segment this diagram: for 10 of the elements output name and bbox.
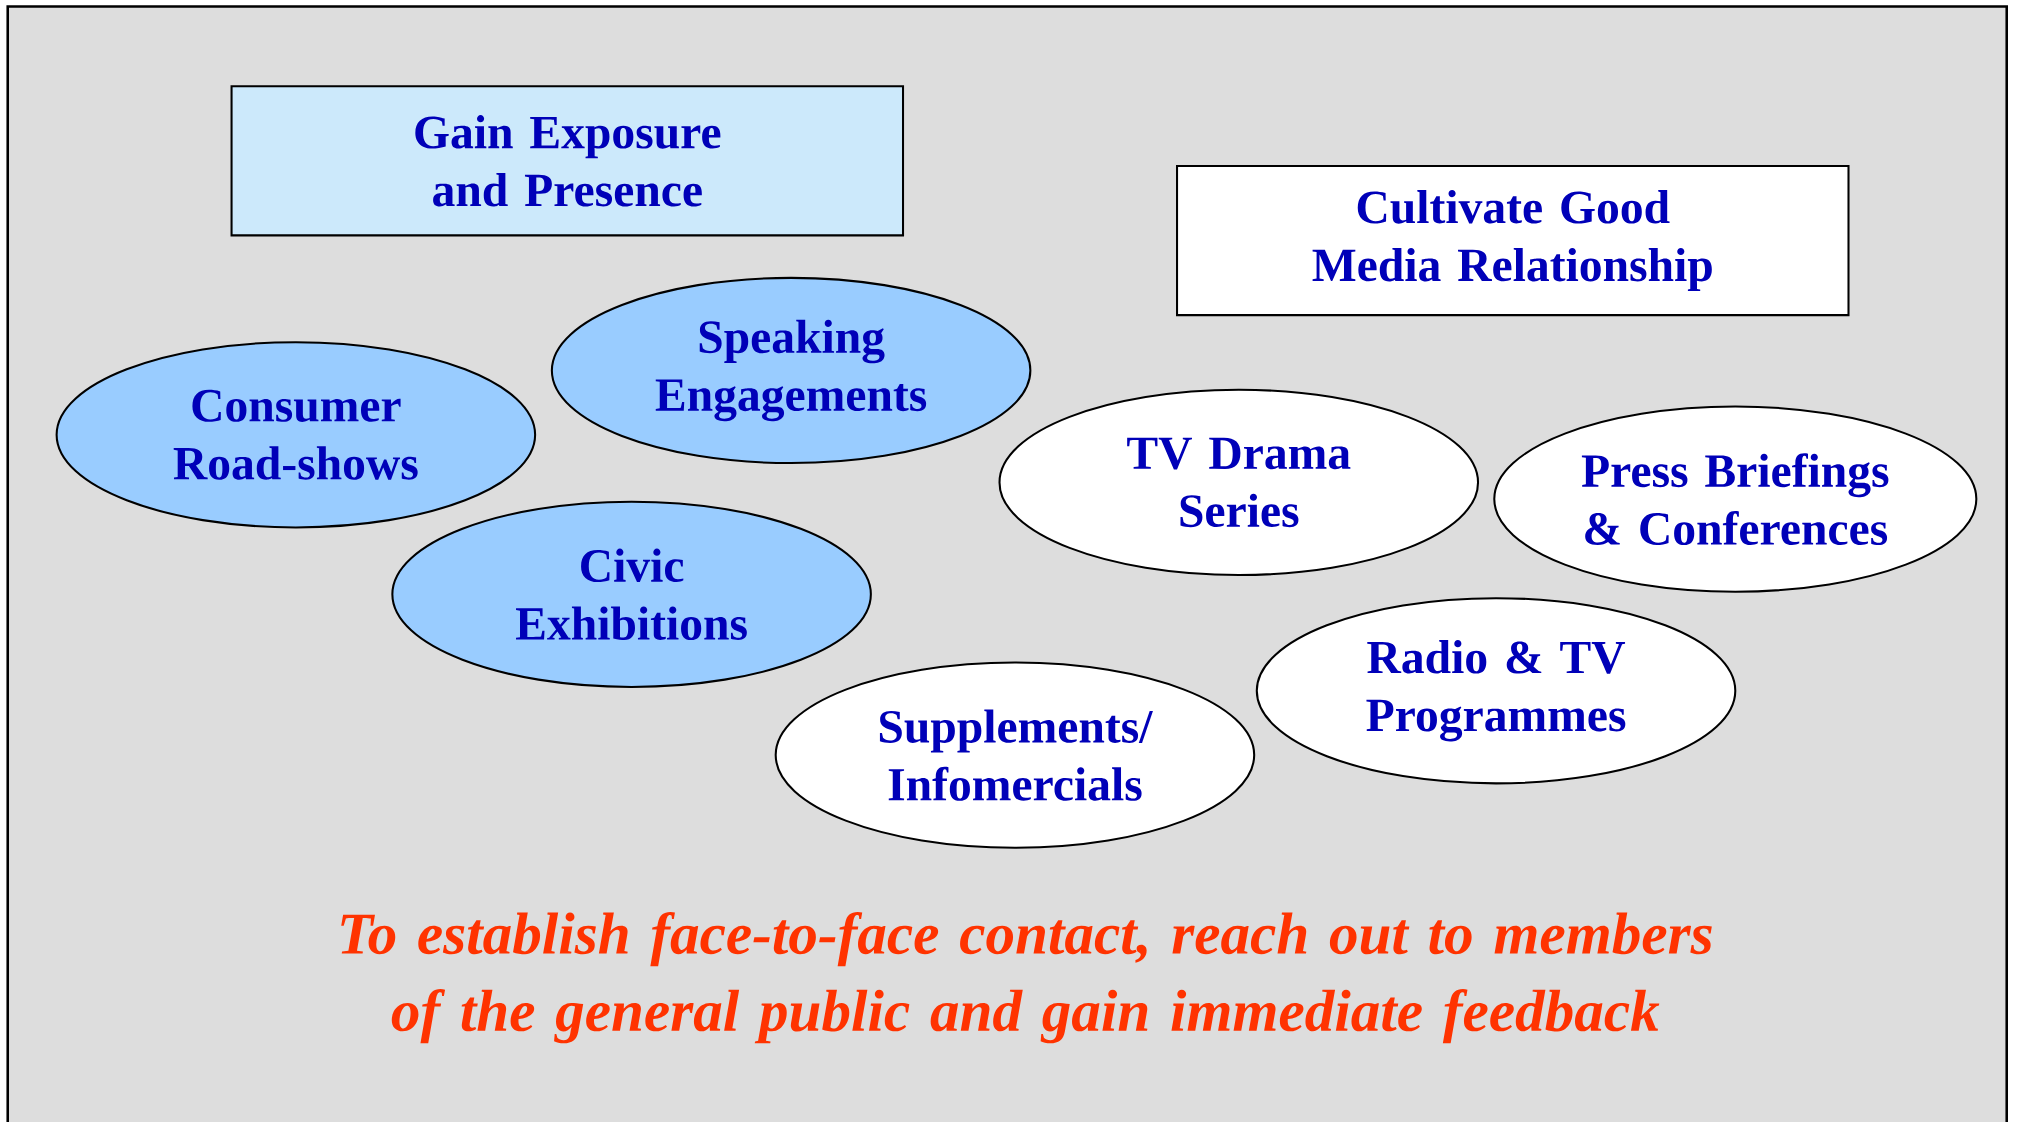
- oval: TV Drama Series: [998, 388, 1480, 577]
- oval: Consumer Road-shows: [55, 341, 537, 529]
- oval: Speaking Engagements: [550, 276, 1032, 465]
- oval: Supplements/ Infomercials: [774, 661, 1256, 849]
- oval: Press Briefings & Conferences: [1493, 405, 1978, 593]
- oval: Civic Exhibitions: [391, 500, 872, 688]
- oval: Radio & TV Programmes: [1255, 597, 1737, 785]
- heading-box: Gain Exposure and Presence: [230, 85, 905, 237]
- caption-text: To establish face-to-face contact, reach out to members of the general public and gain immediate feedback: [341, 911, 1712, 1044]
- heading-box: Cultivate Good Media Relationship: [1176, 164, 1850, 317]
